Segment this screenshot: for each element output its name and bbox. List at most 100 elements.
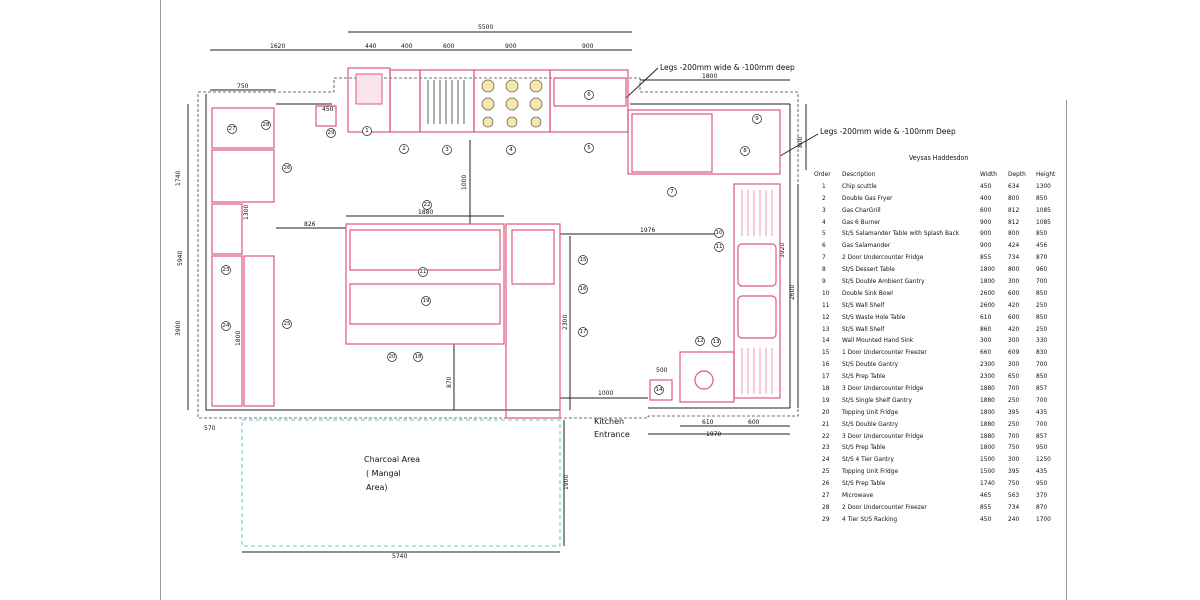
- marker-28: 28: [261, 120, 271, 130]
- cell-depth: 812: [1008, 205, 1020, 214]
- marker-14: 14: [654, 385, 664, 395]
- cell-description: 3 Door Undercounter Fridge: [842, 383, 924, 392]
- cell-height: 1085: [1036, 205, 1051, 214]
- svg-text:14: 14: [656, 387, 663, 393]
- cell-depth: 734: [1008, 502, 1020, 511]
- inner-wall: [205, 94, 560, 411]
- item-18-undercounter-fridge: [349, 283, 501, 325]
- item-23-prep-table: [211, 255, 243, 407]
- cell-order: 23: [822, 443, 830, 452]
- dim-1900: 1900: [563, 475, 570, 490]
- dim-1620: 1620: [270, 43, 285, 50]
- dim-440: 440: [365, 43, 377, 50]
- cell-depth: 240: [1008, 514, 1020, 523]
- header-width: Width: [980, 169, 997, 178]
- marker-24: 24: [221, 321, 231, 331]
- cell-order: 7: [822, 253, 826, 262]
- cell-height: 700: [1036, 419, 1048, 428]
- dim-500: 500: [656, 367, 668, 374]
- cell-description: St/S 4 Tier Gantry: [842, 455, 894, 464]
- sink-bowl-2: [737, 295, 777, 339]
- cell-height: 950: [1036, 479, 1048, 488]
- cell-order: 1: [822, 181, 826, 190]
- item-7-undercounter-fridge: [631, 113, 713, 173]
- dim-1800: 1800: [702, 73, 717, 80]
- chargrill-bars: [427, 80, 465, 124]
- cell-width: 400: [980, 193, 992, 202]
- dim-900a: 900: [505, 43, 517, 50]
- marker-15: 15: [578, 255, 588, 265]
- cell-description: Topping Unit Fridge: [842, 407, 899, 416]
- cell-height: 1700: [1036, 514, 1051, 523]
- schedule-header-row: Order Description Width Depth Height: [814, 168, 1064, 180]
- cell-width: 450: [980, 181, 992, 190]
- legs-leader-right: [779, 133, 819, 157]
- dim-1300: 1300: [243, 205, 250, 220]
- cell-order: 10: [822, 288, 830, 297]
- cell-depth: 563: [1008, 490, 1020, 499]
- cell-depth: 609: [1008, 348, 1020, 357]
- svg-text:20: 20: [389, 354, 396, 360]
- svg-text:25: 25: [284, 321, 291, 327]
- marker-3: 3: [442, 145, 452, 155]
- cell-height: 870: [1036, 253, 1048, 262]
- cell-height: 850: [1036, 372, 1048, 381]
- cell-order: 19: [822, 395, 830, 404]
- dim-610: 610: [702, 419, 714, 426]
- cell-description: St/S Single Shelf Gantry: [842, 395, 912, 404]
- svg-text:19: 19: [423, 298, 430, 304]
- item-15-freezer: [511, 229, 555, 285]
- cell-order: 11: [822, 300, 830, 309]
- cell-description: St/S Dessert Table: [842, 265, 895, 274]
- cell-order: 20: [822, 407, 830, 416]
- cell-height: 330: [1036, 336, 1048, 345]
- cell-width: 660: [980, 348, 992, 357]
- item-17-prep-table: [505, 223, 561, 419]
- dim-600b: 600: [748, 419, 760, 426]
- cell-depth: 600: [1008, 288, 1020, 297]
- cell-depth: 812: [1008, 217, 1020, 226]
- svg-text:15: 15: [580, 257, 587, 263]
- dim-3920: 3920: [779, 243, 786, 258]
- sink-bowl-1: [737, 243, 777, 287]
- cell-description: St/S Wall Shelf: [842, 300, 885, 309]
- marker-25: 25: [282, 319, 292, 329]
- cell-description: Topping Unit Fridge: [842, 467, 899, 476]
- cell-order: 4: [822, 217, 826, 226]
- cell-depth: 424: [1008, 241, 1020, 250]
- item-26-prep-table: [211, 149, 275, 203]
- cell-description: Chip scuttle: [842, 181, 877, 190]
- cell-width: 2600: [980, 300, 995, 309]
- cell-order: 27: [822, 490, 830, 499]
- legs-note-top: Legs -200mm wide & -100mm deep: [660, 63, 795, 72]
- cell-height: 250: [1036, 300, 1048, 309]
- cell-depth: 634: [1008, 181, 1020, 190]
- svg-text:5: 5: [587, 145, 591, 151]
- schedule-table: Order Description Width Depth Height 1 Ch…: [814, 168, 1064, 525]
- marker-2: 2: [399, 144, 409, 154]
- cell-order: 13: [822, 324, 830, 333]
- marker-26: 26: [282, 163, 292, 173]
- cell-description: 2 Door Undercounter Freezer: [842, 502, 927, 511]
- cell-description: 2 Door Undercounter Fridge: [842, 253, 924, 262]
- cell-height: 456: [1036, 241, 1048, 250]
- svg-text:6: 6: [587, 92, 591, 98]
- marker-8: 8: [740, 146, 750, 156]
- cell-height: 830: [1036, 348, 1048, 357]
- dim-750: 750: [237, 83, 249, 90]
- cell-width: 2300: [980, 360, 995, 369]
- cell-width: 450: [980, 514, 992, 523]
- svg-text:13: 13: [713, 339, 720, 345]
- cell-depth: 600: [1008, 312, 1020, 321]
- cell-description: Wall Mounted Hand Sink: [842, 336, 914, 345]
- dim-1000b: 1000: [598, 390, 613, 397]
